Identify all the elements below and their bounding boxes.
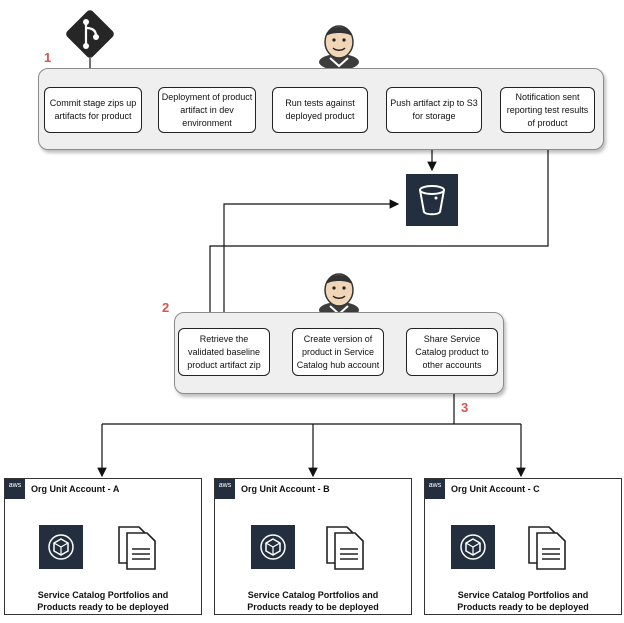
documents-icon (528, 526, 566, 570)
deploy-dev-step: Deployment of product artifact in dev en… (158, 87, 256, 133)
account-c-box: aws Org Unit Account - C Service Catalog… (424, 478, 622, 615)
retrieve-artifact-step: Retrieve the validated baseline product … (178, 328, 270, 376)
service-catalog-icon (251, 525, 295, 569)
account-a-caption: Service Catalog Portfolios and Products … (37, 590, 169, 612)
aws-logo-icon: aws (5, 479, 25, 499)
account-b-title: Org Unit Account - B (241, 484, 330, 494)
aws-logo-icon: aws (215, 479, 235, 499)
stage-2-number: 2 (162, 300, 170, 315)
notification-to-retrieve-arrow (205, 136, 549, 328)
aws-logo-icon: aws (425, 479, 445, 499)
account-b-caption: Service Catalog Portfolios and Products … (247, 590, 379, 612)
account-b-box: aws Org Unit Account - B Service Catalog… (214, 478, 412, 615)
retrieve-from-s3-arrow (223, 199, 400, 326)
service-catalog-icon (39, 525, 83, 569)
run-tests-step: Run tests against deployed product (272, 87, 368, 133)
documents-icon (118, 526, 156, 570)
s3-bucket-icon (406, 174, 458, 226)
share-product-step: Share Service Catalog product to other a… (406, 328, 498, 376)
account-a-title: Org Unit Account - A (31, 484, 120, 494)
create-version-step: Create version of product in Service Cat… (292, 328, 384, 376)
push-s3-step: Push artifact zip to S3 for storage (386, 87, 482, 133)
jenkins-icon (319, 25, 359, 70)
account-c-title: Org Unit Account - C (451, 484, 540, 494)
notification-step: Notification sent reporting test results… (500, 87, 595, 133)
stage-1-number: 1 (44, 50, 52, 65)
stage-3-number: 3 (461, 400, 469, 415)
account-c-caption: Service Catalog Portfolios and Products … (457, 590, 589, 612)
git-icon (66, 10, 114, 58)
commit-stage-step: Commit stage zips up artifacts for produ… (44, 87, 142, 133)
documents-icon (326, 526, 364, 570)
jenkins-icon (319, 273, 359, 318)
account-a-box: aws Org Unit Account - A Service Catalog… (4, 478, 202, 615)
service-catalog-icon (451, 525, 495, 569)
